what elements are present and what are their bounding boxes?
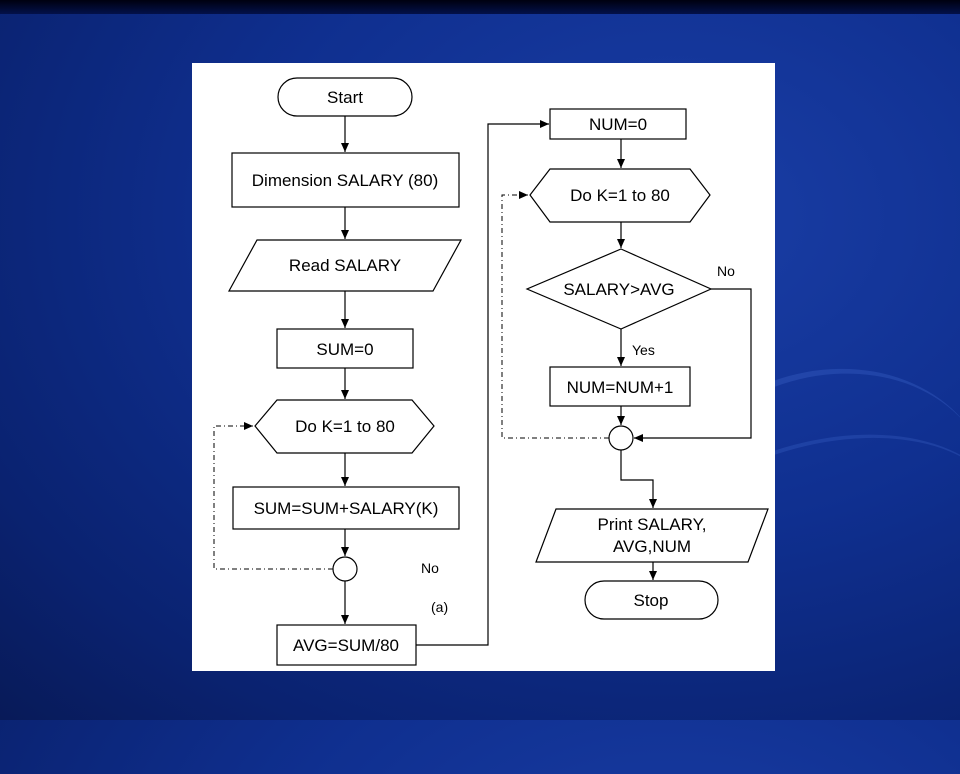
loop-back-line-right <box>501 191 609 439</box>
column-connector-line <box>416 120 549 646</box>
avg-process: AVG=SUM/80 <box>276 624 417 666</box>
decision-diamond: SALARY>AVG <box>525 248 713 330</box>
dimension-process: Dimension SALARY (80) <box>231 152 460 208</box>
num-init-process: NUM=0 <box>549 108 687 140</box>
connector-circle-right <box>608 425 634 451</box>
stop-label: Stop <box>634 591 669 610</box>
sum-init-process: SUM=0 <box>276 328 414 369</box>
num-update-label: NUM=NUM+1 <box>567 378 674 397</box>
print-output: Print SALARY, AVG,NUM <box>535 508 769 563</box>
stop-terminal: Stop <box>584 580 719 620</box>
loop-label-right: Do K=1 to 80 <box>570 186 670 205</box>
num-update-process: NUM=NUM+1 <box>549 366 691 407</box>
start-label: Start <box>327 88 363 107</box>
sum-update-label: SUM=SUM+SALARY(K) <box>254 499 439 518</box>
sum-update-process: SUM=SUM+SALARY(K) <box>232 486 460 530</box>
caption-a: (a) <box>431 599 448 615</box>
print-label-line2: AVG,NUM <box>613 537 691 556</box>
read-input: Read SALARY <box>227 239 463 292</box>
loop-label-left: Do K=1 to 80 <box>295 417 395 436</box>
no-label-right: No <box>717 263 735 279</box>
arrow <box>620 450 657 508</box>
start-terminal: Start <box>277 77 413 117</box>
num-init-label: NUM=0 <box>589 115 647 134</box>
yes-label: Yes <box>632 342 655 358</box>
loop-hexagon-right: Do K=1 to 80 <box>529 168 711 223</box>
sum-init-label: SUM=0 <box>316 340 373 359</box>
connector-circle-left <box>332 556 358 582</box>
no-label-left: No <box>421 560 439 576</box>
print-label-line1: Print SALARY, <box>598 515 707 534</box>
flowchart: Start Dimension SALARY (80) Read SALARY … <box>213 77 769 666</box>
avg-label: AVG=SUM/80 <box>293 636 399 655</box>
decision-label: SALARY>AVG <box>563 280 674 299</box>
dimension-label: Dimension SALARY (80) <box>252 171 438 190</box>
flowchart-panel: Start Dimension SALARY (80) Read SALARY … <box>192 63 775 671</box>
top-band <box>0 0 960 14</box>
loop-hexagon-left: Do K=1 to 80 <box>254 399 435 454</box>
no-branch-line <box>634 288 752 442</box>
read-label: Read SALARY <box>289 256 401 275</box>
